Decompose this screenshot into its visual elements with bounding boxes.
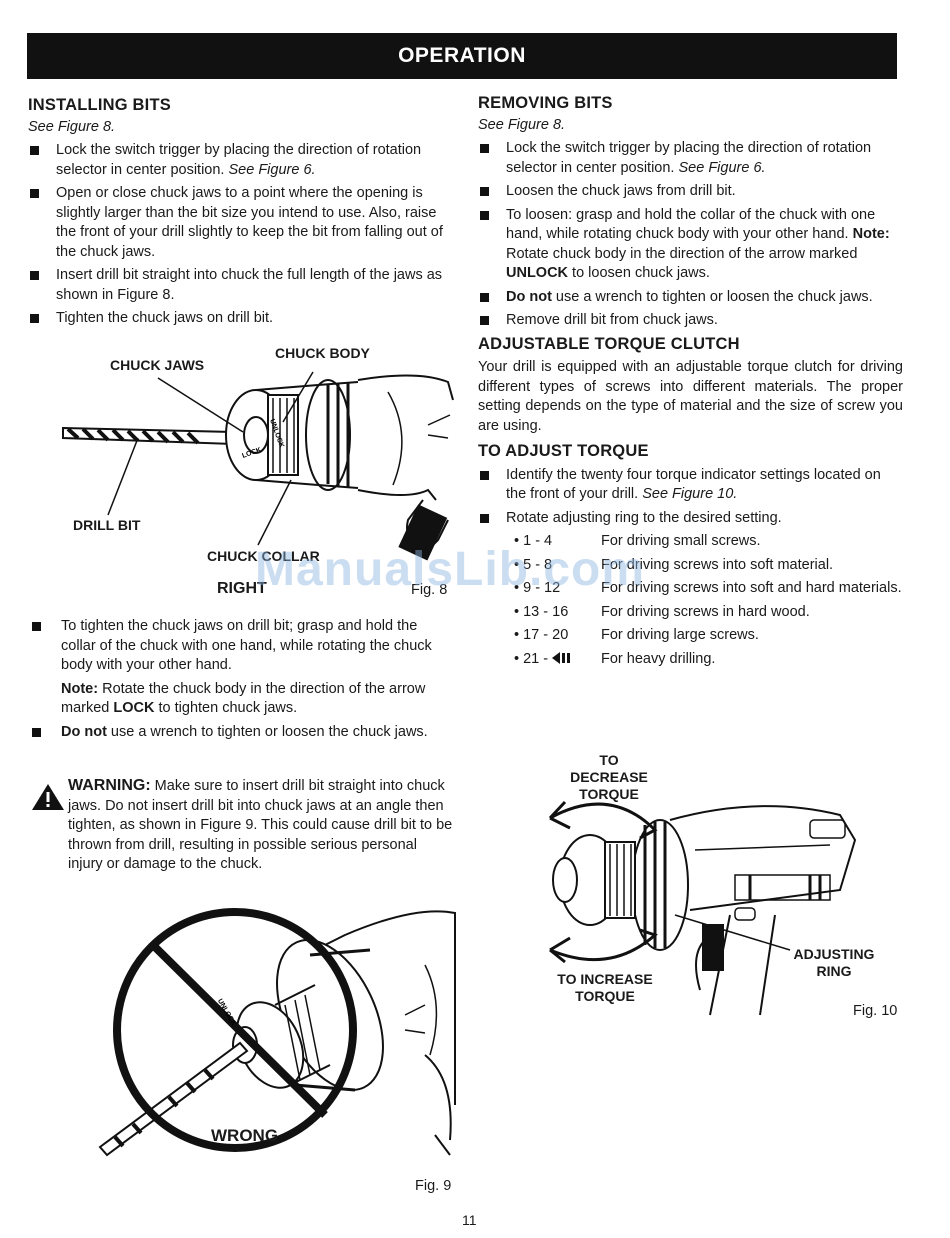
bullet-icon (480, 470, 489, 480)
wrong-label: WRONG (211, 1126, 279, 1145)
bullet-icon (480, 513, 489, 523)
bullet-icon (480, 187, 489, 196)
bullet-icon (480, 292, 489, 302)
list-item: Tighten the chuck jaws on drill bit. (28, 309, 453, 329)
figure-10-caption: Fig. 10 (853, 1003, 898, 1019)
torque-clutch-paragraph: Your drill is equipped with an adjustabl… (478, 359, 903, 434)
adjusting-ring-label: ADJUSTING RING (793, 946, 875, 979)
chuck-collar-label: CHUCK COLLAR (207, 548, 320, 564)
figure-8-caption: Fig. 8 (411, 582, 448, 598)
list-item: Remove drill bit from chuck jaws. (478, 311, 903, 331)
right-label: RIGHT (217, 580, 267, 597)
list-item: Lock the switch trigger by placing the d… (28, 141, 453, 180)
bullet-icon (32, 727, 41, 737)
bullet-icon (30, 314, 39, 323)
list-item: Open or close chuck jaws to a point wher… (28, 184, 453, 262)
chuck-body-label: CHUCK BODY (275, 345, 370, 361)
bullet-icon (480, 316, 489, 325)
list-item: Loosen the chuck jaws from drill bit. (478, 182, 903, 202)
bullet-icon (480, 144, 489, 153)
torque-clutch-heading: ADJUSTABLE TORQUE CLUTCH (478, 334, 740, 353)
list-item: To loosen: grasp and hold the collar of … (478, 206, 903, 284)
bullet-icon (30, 146, 39, 155)
note-paragraph: Note: Rotate the chuck body in the direc… (61, 680, 426, 717)
list-item: Do not use a wrench to tighten or loosen… (30, 723, 450, 743)
see-figure-ref: See Figure 8. (28, 118, 116, 135)
list-item: Identify the twenty four torque indicato… (478, 466, 903, 505)
figure-8-drill-illustration: UNLOCK LOCK (62, 371, 454, 561)
list-item: Insert drill bit straight into chuck the… (28, 266, 453, 305)
figure-10-drill-illustration (548, 800, 857, 1016)
list-item: Rotate adjusting ring to the desired set… (478, 509, 903, 529)
drill-symbol-icon (552, 651, 571, 664)
chuck-jaws-label: CHUCK JAWS (110, 357, 205, 373)
bullet-icon (30, 189, 39, 198)
removing-bits-section: REMOVING BITS See Figure 8. Lock the swi… (478, 94, 903, 673)
see-figure-ref: See Figure 8. (478, 116, 566, 133)
list-item: To tighten the chuck jaws on drill bit; … (30, 617, 450, 676)
warning-paragraph: WARNING: Make sure to insert drill bit s… (68, 777, 453, 872)
torque-setting-row: • 21 - For heavy drilling. (514, 650, 716, 667)
decrease-torque-label: TO DECREASE TORQUE (570, 752, 648, 802)
figure-9-wrong-illustration: UNLOCK (98, 908, 456, 1157)
drill-bit-label: DRILL BIT (73, 517, 141, 533)
list-item: Do not use a wrench to tighten or loosen… (478, 288, 903, 308)
figure-9-caption: Fig. 9 (415, 1178, 452, 1194)
warning-icon (32, 784, 64, 810)
list-item: Lock the switch trigger by placing the d… (478, 139, 903, 178)
watermark: ManualsLib.com (255, 543, 646, 596)
installing-bits-section: INSTALLING BITS See Figure 8. Lock the s… (28, 96, 453, 333)
adjust-torque-heading: TO ADJUST TORQUE (478, 442, 649, 460)
bullet-icon (32, 622, 41, 631)
increase-torque-label: TO INCREASE TORQUE (557, 971, 653, 1004)
tighten-section: To tighten the chuck jaws on drill bit; … (30, 617, 450, 746)
bullet-icon (480, 210, 489, 220)
page-title: OPERATION (27, 33, 897, 79)
installing-bits-heading: INSTALLING BITS (28, 96, 171, 114)
bullet-icon (30, 271, 39, 280)
removing-bits-heading: REMOVING BITS (478, 94, 613, 112)
page-number: 11 (462, 1212, 477, 1228)
